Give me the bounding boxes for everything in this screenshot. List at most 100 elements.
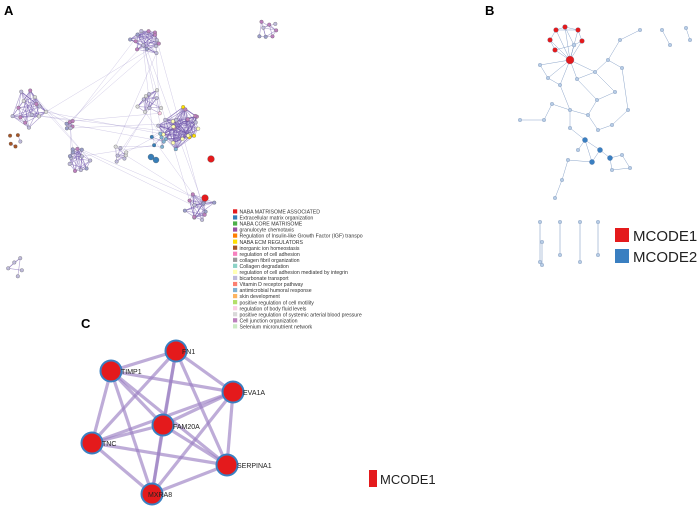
network-edge	[143, 97, 157, 100]
network-edge	[23, 100, 37, 105]
network-node	[68, 154, 72, 159]
network-edge	[143, 45, 190, 201]
network-edge	[182, 119, 188, 139]
network-node	[613, 90, 617, 94]
network-node	[628, 166, 632, 170]
network-node	[552, 47, 558, 53]
network-edge	[564, 26, 571, 61]
network-node	[159, 135, 164, 140]
network-edge	[621, 67, 629, 111]
network-edge	[569, 109, 589, 116]
network-node	[550, 102, 554, 106]
network-node	[193, 114, 198, 118]
network-edge	[137, 34, 159, 44]
network-edge	[77, 148, 206, 212]
network-edge	[116, 107, 150, 162]
network-node-highlight	[207, 155, 215, 163]
network-node	[558, 220, 562, 224]
network-node	[579, 38, 585, 44]
node-label: TNC	[102, 441, 116, 448]
panel-b-nodes	[518, 24, 692, 267]
network-edge	[559, 84, 571, 111]
network-node	[84, 166, 89, 171]
network-node	[37, 114, 41, 119]
cluster-node-mxra8: MXRA8	[140, 482, 172, 506]
legend-label: MCODE1	[380, 472, 436, 487]
node-circle	[99, 359, 123, 383]
network-node	[196, 126, 201, 131]
cluster-node-eva1a: EVA1A	[221, 380, 265, 404]
legend-a-entry: NABA ECM REGULATORS	[233, 239, 304, 246]
legend-label: regulation of cell adhesion mediated by …	[240, 270, 349, 276]
network-edge	[81, 156, 87, 169]
network-node	[576, 148, 580, 152]
network-edge	[144, 97, 157, 113]
network-node	[606, 58, 610, 62]
network-edge	[584, 139, 601, 151]
network-edge	[176, 119, 196, 123]
network-edge	[28, 106, 40, 128]
network-node	[610, 123, 614, 127]
network-edge	[20, 106, 40, 118]
network-edge	[18, 103, 37, 109]
network-node	[538, 260, 542, 264]
network-node	[147, 92, 151, 97]
network-edge	[584, 139, 593, 163]
network-node	[28, 88, 33, 93]
network-node	[540, 263, 544, 267]
network-node	[16, 105, 21, 110]
network-node	[171, 124, 176, 129]
network-node	[538, 220, 542, 224]
network-node	[26, 125, 31, 130]
network-node	[135, 104, 140, 109]
legend-swatch	[233, 294, 238, 299]
network-node	[6, 266, 11, 271]
network-edge	[90, 441, 154, 496]
legend-label: Collagen degradation	[240, 264, 289, 270]
network-edge	[567, 159, 593, 163]
network-edge	[23, 90, 31, 102]
network-edge	[576, 78, 598, 101]
network-node	[13, 144, 18, 149]
network-node	[578, 220, 582, 224]
network-node	[212, 200, 217, 205]
network-edge	[165, 138, 177, 150]
network-node	[15, 133, 20, 138]
network-node	[575, 77, 579, 81]
network-node-highlight	[147, 153, 155, 161]
network-node	[29, 112, 34, 117]
network-node	[146, 29, 151, 34]
network-edge	[69, 156, 83, 165]
legend-a-entry: granulocyte chemotaxis	[233, 227, 294, 234]
network-node	[192, 203, 197, 207]
legend-swatch	[233, 275, 238, 281]
network-edge	[165, 119, 188, 140]
node-circle	[140, 482, 164, 506]
network-node	[267, 22, 272, 27]
network-edge	[172, 115, 196, 143]
network-edge	[158, 122, 196, 127]
network-edge	[125, 155, 204, 204]
network-node	[88, 158, 93, 163]
network-node	[192, 214, 197, 219]
network-node	[64, 126, 69, 131]
network-edge	[569, 127, 586, 141]
network-node	[274, 28, 279, 33]
network-edge	[263, 27, 277, 31]
panel-a-enrichment-network: A NABA MATRISOME ASSOCIATEDExtracellular…	[4, 3, 363, 330]
network-edge	[74, 160, 91, 172]
network-node	[193, 120, 198, 125]
network-edge	[165, 106, 184, 121]
network-edge	[69, 149, 82, 157]
network-edge	[268, 24, 273, 37]
legend-swatch	[233, 209, 238, 214]
network-node	[187, 198, 192, 203]
node-circle	[80, 431, 104, 455]
legend-swatch	[233, 312, 238, 317]
legend-label: inorganic ion homeostasis	[240, 246, 300, 252]
network-edge	[175, 128, 199, 150]
legend-label: Selenium micronutrient network	[240, 324, 313, 330]
network-edge	[12, 106, 40, 117]
